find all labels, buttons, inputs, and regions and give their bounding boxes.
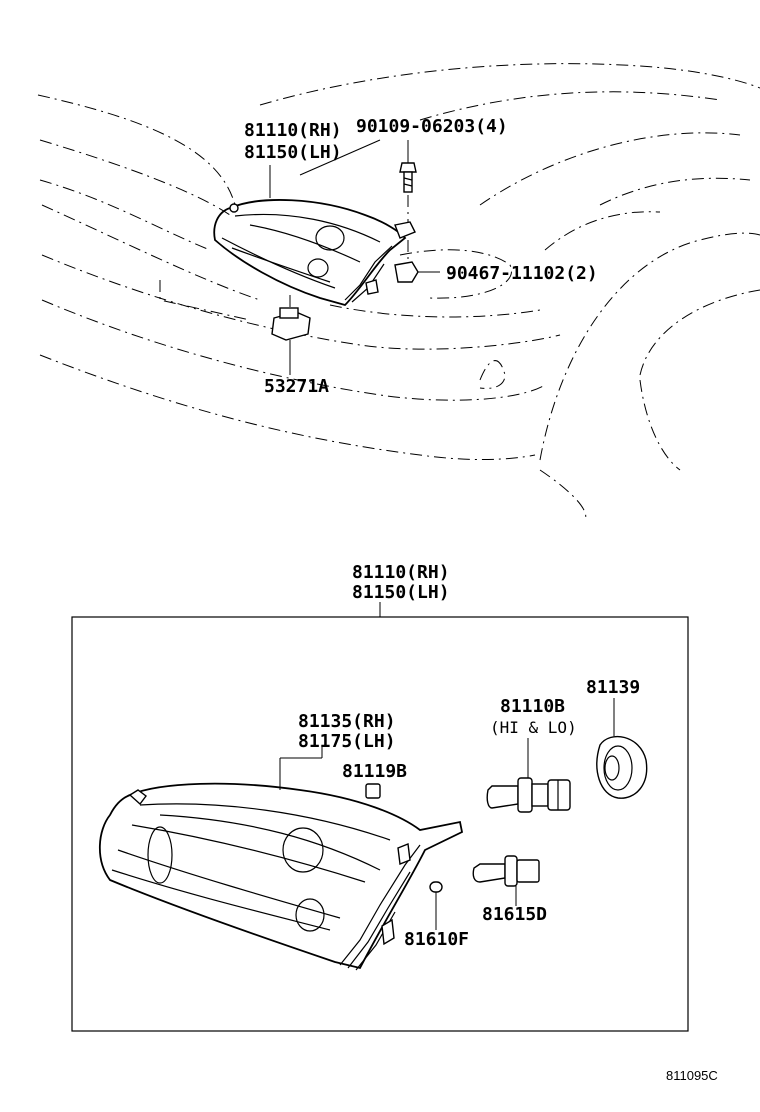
headlamp-assembly-top bbox=[213, 199, 416, 307]
bolt-icon bbox=[399, 140, 417, 222]
label-screw: 90109-06203(4) bbox=[356, 116, 508, 137]
label-unit-rh: 81135(RH) bbox=[298, 711, 396, 732]
label-headlamp-lh-top: 81150(LH) bbox=[244, 142, 342, 163]
label-bulb-note: (HI & LO) bbox=[490, 718, 577, 737]
label-bulb: 81110B bbox=[500, 696, 565, 717]
label-bracket: 53271A bbox=[264, 376, 329, 397]
label-unit-lh: 81175(LH) bbox=[298, 731, 396, 752]
wedge-bulb-icon: 81610F bbox=[404, 881, 469, 950]
label-wedge-bulb: 81610F bbox=[404, 929, 469, 950]
label-headlamp-rh-detail: 81110(RH) bbox=[352, 562, 450, 583]
headlamp-top-leader-diag bbox=[299, 139, 381, 176]
headlamp-unit-detail bbox=[98, 782, 464, 971]
small-bulb-icon: 81615D bbox=[472, 855, 547, 925]
label-headlamp-lh-detail: 81150(LH) bbox=[352, 582, 450, 603]
label-cap: 81119B bbox=[342, 761, 407, 782]
headlight-bulb-icon: 81110B (HI & LO) bbox=[486, 696, 577, 813]
label-headlamp-rh-top: 81110(RH) bbox=[244, 120, 342, 141]
figure-reference: 811095C bbox=[666, 1068, 718, 1083]
bracket-icon bbox=[271, 295, 311, 375]
clip-nut-icon bbox=[394, 240, 440, 283]
label-small-bulb: 81615D bbox=[482, 904, 547, 925]
socket-cover-icon: 81139 bbox=[586, 677, 648, 799]
detail-frame bbox=[71, 616, 689, 1032]
label-socket-cover: 81139 bbox=[586, 677, 640, 698]
vehicle-body-outline bbox=[37, 63, 760, 521]
label-nut: 90467-11102(2) bbox=[446, 263, 598, 284]
cap-icon: 81119B bbox=[342, 761, 407, 799]
